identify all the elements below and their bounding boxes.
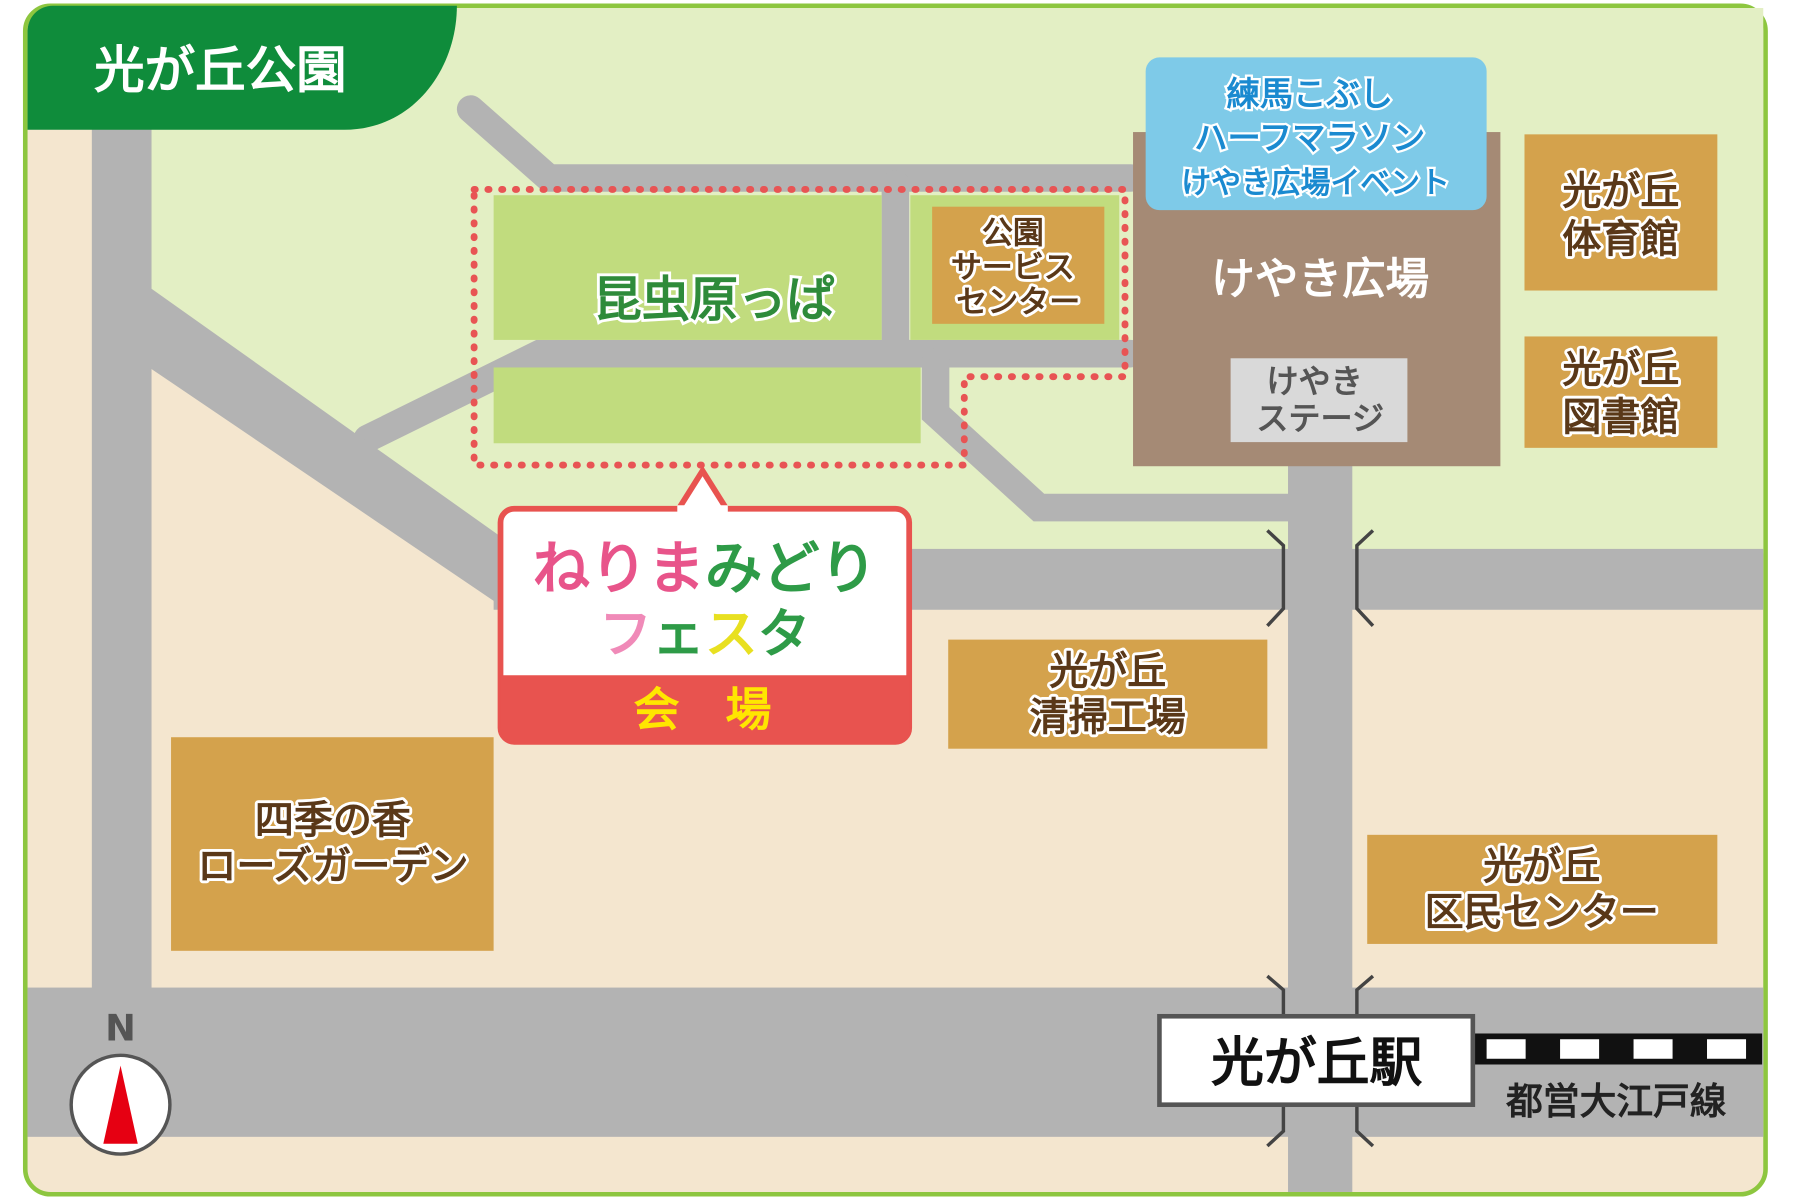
road-diagonal — [149, 287, 506, 609]
community-center-building — [1367, 834, 1718, 944]
venue-label: 会 場 — [634, 683, 772, 737]
meadow-field — [493, 195, 882, 340]
venue-title-char: ね — [533, 535, 590, 602]
library-building — [1524, 336, 1718, 448]
rail-tie — [1486, 1039, 1526, 1059]
gym-label: 光が丘体育館 — [1562, 169, 1679, 262]
keyaki-stage — [1230, 358, 1408, 443]
venue-title-char: タ — [758, 604, 811, 665]
cleaning-plant-label: 光が丘清掃工場 — [1030, 649, 1186, 740]
venue-title-char: ス — [705, 604, 758, 665]
header-title: 光が丘公園 — [94, 40, 346, 99]
venue-title-char: ど — [762, 535, 819, 602]
service-center — [932, 206, 1105, 324]
rose-garden-label: 四季の香ローズガーデン — [197, 799, 468, 890]
cleaning-plant-building — [948, 639, 1268, 749]
park-paths — [353, 95, 1306, 522]
compass-north-label: N — [105, 1006, 136, 1049]
rail-line-label: 都営大江戸線 — [1505, 1080, 1727, 1123]
venue-boundary — [470, 186, 1129, 469]
keyaki-plaza-label: けやき広場 — [1211, 255, 1429, 305]
event-info-label: 練馬こぶし ハーフマラソン けやき広場イベント — [1181, 75, 1450, 201]
compass: N — [69, 1006, 172, 1156]
meadow-label: 昆虫原っぱ — [594, 272, 835, 328]
north-arrow-icon — [103, 1065, 138, 1144]
rail-tie — [1560, 1039, 1600, 1059]
rail-tie — [1707, 1039, 1747, 1059]
south-field — [493, 367, 921, 444]
venue-title-line2: フェスタ — [599, 604, 810, 665]
rail-tie — [1633, 1039, 1673, 1059]
rail-line — [1472, 1033, 1763, 1065]
venue-title-char: み — [705, 535, 762, 602]
venue-title-char: ま — [647, 535, 704, 602]
gym-building — [1524, 134, 1718, 291]
venue-title-line1: ねりまみどり — [533, 535, 877, 602]
station-box — [1157, 1013, 1476, 1107]
keyaki-stage-label: けやき ステージ — [1256, 363, 1384, 438]
station-name: 光が丘駅 — [1211, 1033, 1422, 1094]
header-banner — [27, 5, 457, 130]
rose-garden — [171, 737, 494, 951]
library-label: 光が丘図書館 — [1562, 347, 1679, 440]
service-center-label: 公園 サービス センター — [951, 215, 1086, 320]
venue-title-char: り — [820, 535, 877, 602]
road-west — [91, 126, 152, 1000]
venue-title-char: ェ — [652, 604, 705, 665]
venue-title-char: フ — [599, 604, 652, 665]
event-info-box — [1145, 57, 1487, 211]
community-center-label: 光が丘区民センター — [1425, 845, 1659, 936]
venue-callout: ねりまみどり フェスタ 会 場 — [497, 465, 913, 745]
venue-title-char: り — [590, 535, 647, 602]
